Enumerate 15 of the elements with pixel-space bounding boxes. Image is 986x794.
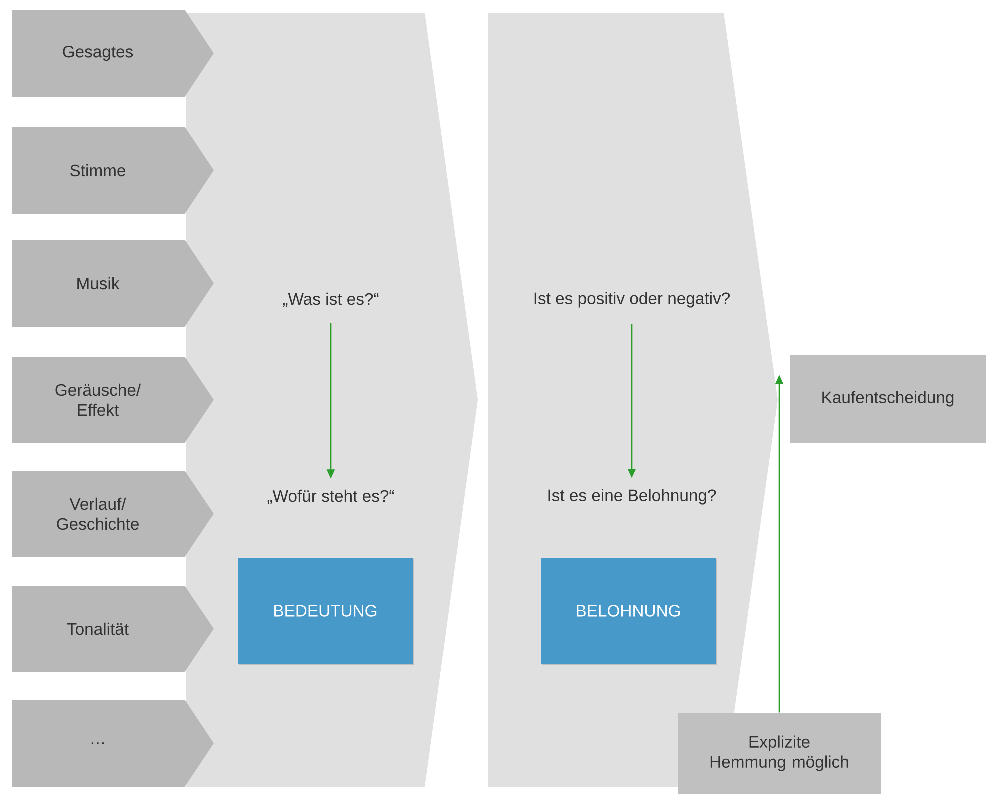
category-tab: Stimme	[12, 127, 214, 214]
category-tab: Tonalität	[12, 586, 214, 672]
result-box: Kaufentscheidung	[790, 355, 986, 443]
category-tab: …	[12, 700, 214, 787]
question-text: Ist es eine Belohnung?	[548, 489, 716, 505]
category-tab: Verlauf/ Geschichte	[12, 471, 214, 557]
result-box: Explizite Hemmung möglich	[678, 713, 881, 794]
category-tab: Musik	[12, 240, 214, 327]
question-text: „Wofür steht es?“	[268, 490, 394, 504]
category-tab: Gesagtes	[12, 10, 214, 97]
concept-box: BEDEUTUNG	[238, 558, 414, 666]
question-text: Ist es positiv oder negativ?	[534, 292, 730, 308]
concept-box: BELOHNUNG	[541, 558, 718, 666]
question-text: „Was ist es?“	[283, 292, 379, 308]
category-tab: Geräusche/ Effekt	[12, 357, 214, 443]
